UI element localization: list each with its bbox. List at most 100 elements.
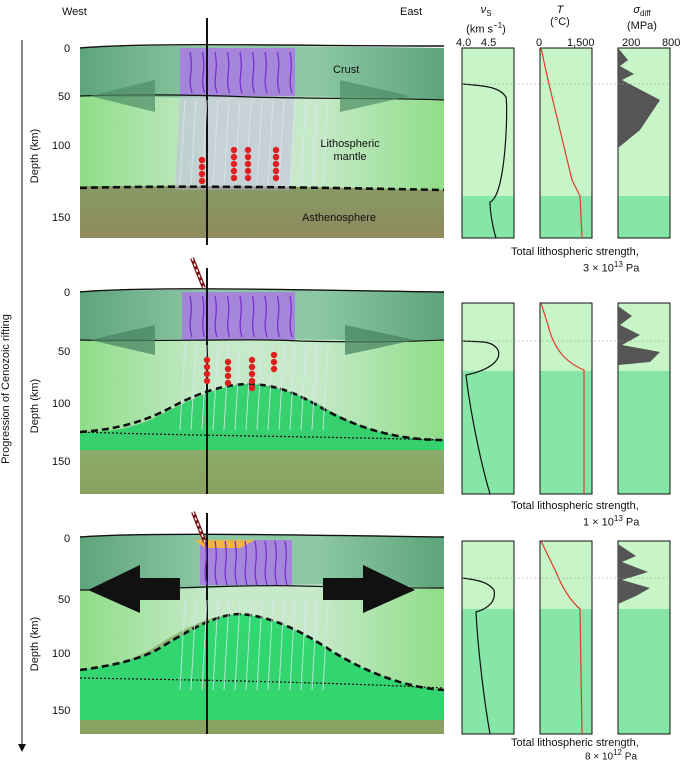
panel3-strength-mantissa: 8 × 10 (585, 751, 614, 762)
panel3-depth-tick-150: 150 (52, 705, 71, 717)
temp-header: T (°C) (530, 4, 590, 28)
temp-tick-0: 0 (536, 37, 543, 49)
purple-dike (239, 51, 243, 94)
panel3-depth-tick-50: 50 (58, 594, 71, 606)
sigma-tick-800: 800 (662, 37, 681, 49)
panel3-strength-unit: Pa (622, 751, 638, 762)
label-crust: Crust (333, 64, 360, 76)
melt-blob (244, 167, 252, 175)
panel3-strength-label: Total lithospheric strength, (511, 737, 639, 749)
panel2-strength-unit: Pa (622, 516, 640, 529)
panel2-strength-value: 1 × 1013 Pa (583, 514, 639, 529)
purple-dike (201, 51, 206, 94)
purple-dike (251, 295, 256, 338)
mantle-streak (289, 599, 296, 691)
panel2-depth-tick-0: 0 (64, 287, 71, 299)
purple-dike (264, 51, 268, 94)
temp-unit: (°C) (550, 16, 570, 28)
melt-blob (224, 365, 232, 373)
panel1-strength-unit: Pa (622, 262, 640, 275)
purple-dike (274, 540, 278, 586)
purple-dike (189, 295, 193, 338)
mantle-streak (267, 599, 274, 691)
panel2-depth-tick-150: 150 (52, 456, 71, 468)
purple-dike (264, 540, 268, 586)
melt-blob (244, 160, 252, 168)
sigma-subscript: diff (640, 9, 651, 19)
panel2-strength-label: Total lithospheric strength, (511, 500, 639, 512)
melt-blob (248, 356, 256, 364)
mantle-streak (234, 344, 241, 431)
purple-dike (276, 51, 281, 94)
mantle-streak (322, 99, 329, 186)
sigma-header: σdiff (MPa) (612, 4, 672, 32)
panel1-strength-mantissa: 3 × 10 (583, 262, 614, 275)
mantle-streak (289, 344, 296, 431)
mantle-streak (190, 344, 197, 431)
panel1-strength-label: Total lithospheric strength, (511, 246, 639, 258)
panel1-strength-value: 3 × 1013 Pa (583, 260, 639, 275)
mantle-streak (201, 99, 208, 186)
sigma-tick-200: 200 (622, 37, 641, 49)
purple-dike (264, 295, 268, 338)
panel2-depth-tick-50: 50 (58, 346, 71, 358)
east-label: East (400, 6, 423, 18)
melt-blob (230, 167, 238, 175)
label-lithospheric-mantle: Lithospheric mantle (310, 138, 390, 164)
mantle-streak (212, 599, 219, 691)
melt-blob (248, 363, 256, 371)
mantle-streak (256, 99, 263, 186)
purple-dike (234, 540, 238, 586)
melt-blob (203, 363, 211, 371)
mantle-streak (212, 99, 219, 186)
purple-dike (284, 540, 288, 586)
melt-blob (248, 370, 256, 378)
mantle-streak (234, 599, 241, 691)
west-label: West (62, 6, 87, 18)
profiles-panel-2 (461, 302, 671, 495)
mantle-streak (223, 599, 230, 691)
purple-dike (289, 51, 293, 94)
melt-blob (272, 167, 280, 175)
mantle-streak (289, 99, 296, 186)
melt-blob (272, 174, 280, 182)
purple-dike (214, 51, 218, 94)
melt-blob (224, 358, 232, 366)
mantle-streak (278, 99, 285, 186)
section-panel-1 (79, 43, 445, 238)
panel3-strength-value: 8 × 1012 Pa (585, 748, 637, 762)
fault-arrow-hatch (192, 511, 206, 543)
vs-unit-a: (km s (466, 23, 494, 36)
mantle-streak (201, 599, 208, 691)
purple-dike (251, 51, 256, 94)
melt-blob (248, 377, 256, 385)
label-lithospheric-mantle-line2: mantle (333, 151, 367, 163)
mantle-streak (179, 344, 186, 431)
mantle-streak (300, 344, 307, 431)
fault-arrow-hatch (191, 257, 205, 289)
mantle-streak (311, 344, 318, 431)
purple-dike (289, 295, 293, 338)
melt-blob (203, 370, 211, 378)
label-asthenosphere: Asthenosphere (302, 212, 376, 224)
panel1-depth-tick-100: 100 (52, 140, 71, 152)
purple-dike (224, 540, 228, 586)
melt-blob (244, 146, 252, 154)
vs-tick-4-0: 4.0 (456, 37, 472, 49)
melt-blob (203, 377, 211, 385)
mantle-streak (256, 599, 263, 691)
profiles-panel-1 (461, 47, 671, 239)
melt-blob (203, 356, 211, 364)
profiles-panel-3 (461, 540, 671, 735)
melt-blob (248, 384, 256, 392)
mantle-streak (278, 599, 285, 691)
melt-blob (198, 156, 206, 164)
vs-header: νS (km s−1) (454, 4, 518, 36)
purple-dike (201, 295, 206, 338)
vs-tick-4-5: 4.5 (481, 37, 497, 49)
mantle-streak (278, 344, 285, 431)
temp-symbol: T (556, 4, 564, 16)
panel3-strength-exp: 12 (613, 748, 622, 757)
melt-blob (198, 170, 206, 178)
mantle-streak (245, 599, 252, 691)
